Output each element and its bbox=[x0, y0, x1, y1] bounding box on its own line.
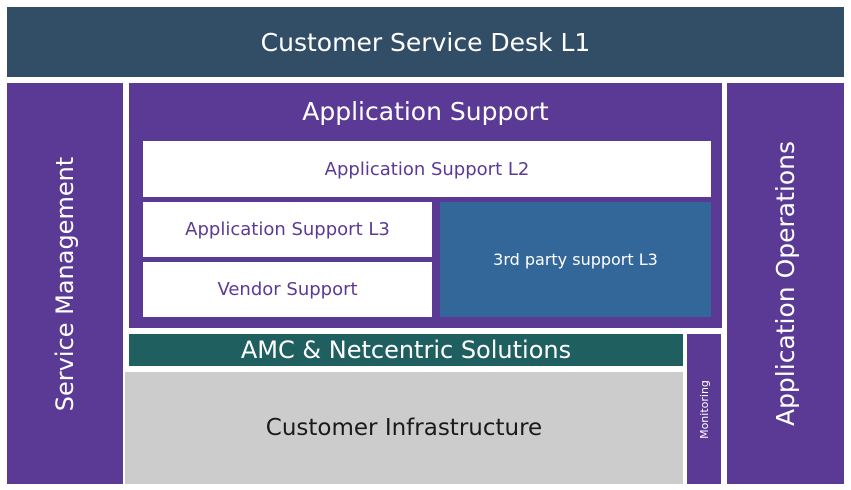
vendor-support-label: Vendor Support bbox=[217, 279, 358, 300]
monitoring-block: Monitoring bbox=[687, 334, 721, 484]
amc-netcentric-block: AMC & Netcentric Solutions bbox=[129, 334, 683, 366]
amc-netcentric-label: AMC & Netcentric Solutions bbox=[240, 336, 572, 364]
application-support-l2-label: Application Support L2 bbox=[324, 158, 530, 180]
third-party-support-block: 3rd party support L3 bbox=[440, 202, 711, 317]
customer-infrastructure-label: Customer Infrastructure bbox=[265, 415, 543, 441]
application-operations-block: Application Operations bbox=[727, 83, 844, 484]
vendor-support-block: Vendor Support bbox=[143, 262, 432, 317]
service-management-block: Service Management bbox=[7, 83, 123, 484]
application-support-l3-block: Application Support L3 bbox=[143, 202, 432, 257]
service-management-label: Service Management bbox=[51, 156, 79, 411]
application-support-title: Application Support bbox=[302, 97, 549, 126]
customer-infrastructure-block: Customer Infrastructure bbox=[125, 372, 683, 484]
customer-service-desk-label: Customer Service Desk L1 bbox=[260, 27, 591, 57]
application-support-l3-label: Application Support L3 bbox=[185, 219, 390, 240]
customer-service-desk-block: Customer Service Desk L1 bbox=[7, 7, 844, 77]
application-operations-label: Application Operations bbox=[771, 140, 801, 427]
monitoring-label: Monitoring bbox=[697, 379, 711, 439]
third-party-support-label: 3rd party support L3 bbox=[493, 250, 658, 269]
application-support-l2-block: Application Support L2 bbox=[143, 141, 711, 197]
